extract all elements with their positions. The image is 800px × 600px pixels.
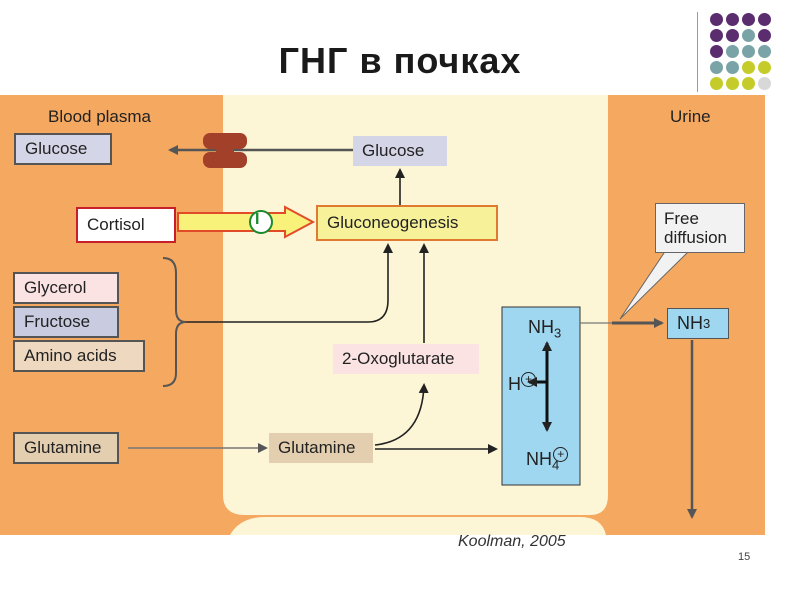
nh3-urine-sub: 3 <box>703 316 711 331</box>
nh3-label-sub: 3 <box>554 325 562 341</box>
cortisol-arrow <box>177 205 316 239</box>
free-diffusion-callout: Free diffusion <box>655 203 745 253</box>
free-diffusion-line1: Free <box>664 209 699 228</box>
decor-dot <box>710 77 723 90</box>
nh3-label-text: NH <box>528 317 554 337</box>
nh3-label: NH3 <box>528 317 561 341</box>
decor-dot <box>726 13 739 26</box>
nh3-urine-text: NH <box>677 313 703 333</box>
glucose-transporter-channel <box>203 133 247 168</box>
induction-marker <box>249 210 273 234</box>
fructose-box: Fructose <box>13 306 119 338</box>
gluconeogenesis-box: Gluconeogenesis <box>316 205 498 241</box>
decor-dot <box>710 61 723 74</box>
glutamine-cell-box: Glutamine <box>269 433 373 463</box>
nh4-charge: + <box>553 447 569 462</box>
proton-label: H+ <box>508 372 536 395</box>
decor-dot <box>758 45 771 58</box>
decor-dot <box>758 61 771 74</box>
glycerol-box: Glycerol <box>13 272 119 304</box>
amino-acids-box: Amino acids <box>13 340 145 372</box>
decor-dot <box>758 29 771 42</box>
nh4-label-text: NH <box>526 449 552 469</box>
glucose-plasma-box: Glucose <box>14 133 112 165</box>
decor-dot <box>758 77 771 90</box>
decor-dot <box>710 13 723 26</box>
substrates-to-gng-arrow <box>186 243 393 323</box>
free-diffusion-line2: diffusion <box>664 228 728 247</box>
decor-dot <box>758 13 771 26</box>
decor-dot <box>742 13 755 26</box>
decor-dot <box>742 77 755 90</box>
oxoglutarate-box: 2-Oxoglutarate <box>333 344 479 374</box>
nh4-label: NH4+ <box>526 447 569 473</box>
proton-label-text: H <box>508 374 521 394</box>
slide-title: ГНГ в почках <box>278 40 522 81</box>
nh4-label-sub: 4 <box>552 457 560 473</box>
neighbour-cell <box>230 517 606 535</box>
decor-divider <box>697 12 698 92</box>
glutamine-plasma-box: Glutamine <box>13 432 119 464</box>
induction-marker-label: I <box>255 211 260 228</box>
decor-dot <box>726 61 739 74</box>
kidney-gluconeogenesis-diagram: Blood plasma Urine Glucose Glucose Corti… <box>0 95 765 535</box>
page-number: 15 <box>738 551 751 563</box>
citation: Koolman, 2005 <box>458 533 566 550</box>
decor-dot <box>742 45 755 58</box>
cortisol-box: Cortisol <box>76 207 176 243</box>
decor-dot <box>726 45 739 58</box>
glucose-cell-box: Glucose <box>353 136 447 166</box>
proton-charge: + <box>521 372 536 387</box>
decor-dot <box>710 29 723 42</box>
decor-dot <box>742 61 755 74</box>
decor-dot <box>710 45 723 58</box>
decor-dot <box>742 29 755 42</box>
urine-label: Urine <box>670 107 711 126</box>
diagram-graphics <box>0 95 765 535</box>
blood-plasma-label: Blood plasma <box>48 107 152 126</box>
decor-dot <box>726 77 739 90</box>
decor-dot <box>726 29 739 42</box>
glutamine-to-oxoglutarate-arrow <box>374 383 429 446</box>
